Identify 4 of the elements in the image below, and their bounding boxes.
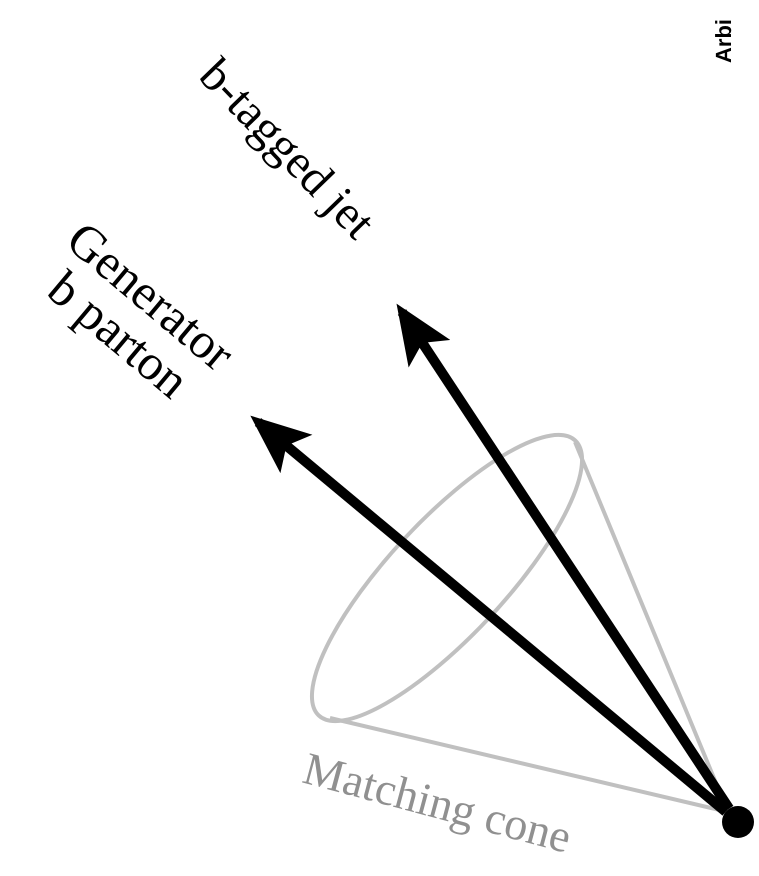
arrow — [250, 416, 729, 816]
arrow — [396, 304, 734, 812]
origin-dot — [722, 806, 754, 838]
axis-title: Arbi — [713, 19, 735, 63]
